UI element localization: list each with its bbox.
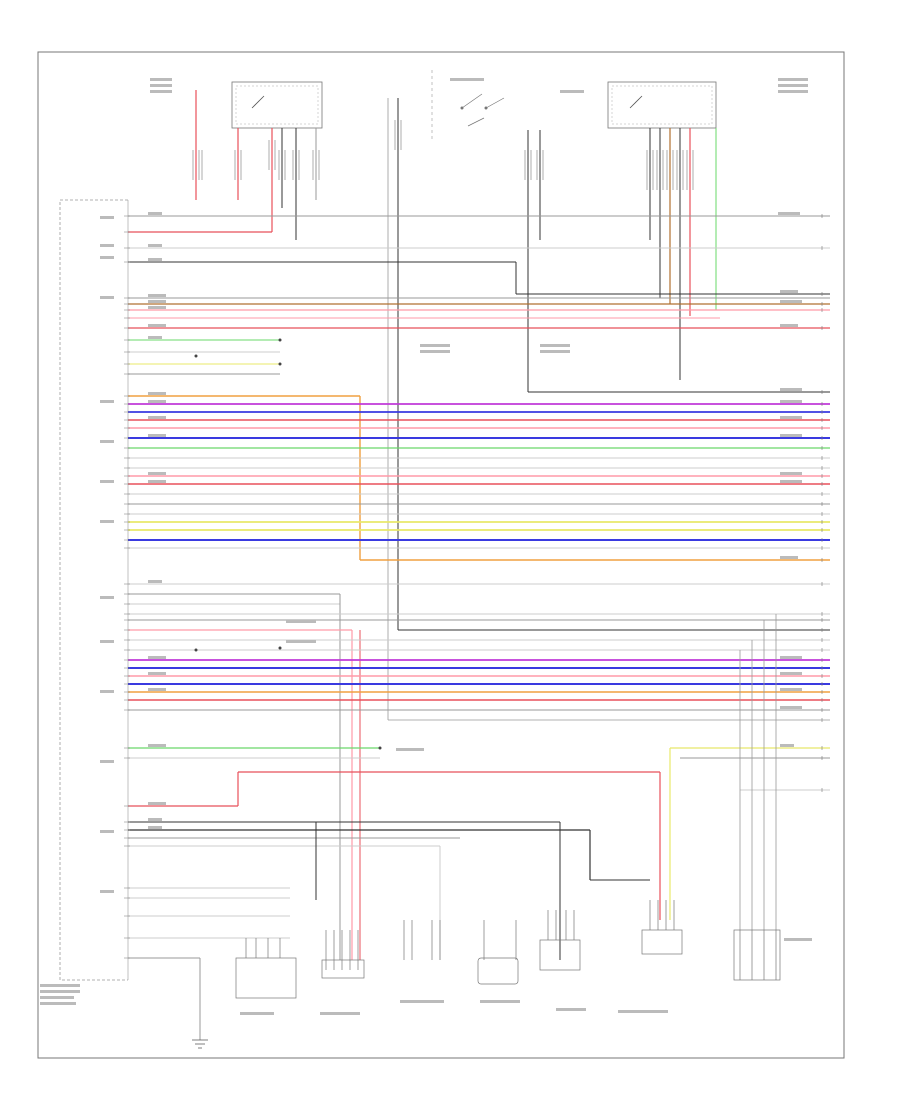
injector-connector-icon bbox=[321, 930, 365, 979]
sensor-icon bbox=[403, 900, 781, 985]
circuit-opening-relay-icon bbox=[607, 81, 717, 129]
splice-points bbox=[194, 338, 382, 750]
connector-icon bbox=[192, 120, 694, 190]
ground-icon bbox=[192, 1039, 208, 1049]
label-placeholders bbox=[40, 78, 812, 1015]
crankshaft-sensor-icon bbox=[235, 938, 297, 999]
ignition-switch-icon bbox=[431, 70, 505, 140]
efi-relay-icon bbox=[231, 81, 323, 129]
ecm-module-outline bbox=[59, 199, 128, 981]
diagram-frame bbox=[37, 51, 845, 1059]
ecm-terminal-ticks bbox=[124, 215, 130, 959]
